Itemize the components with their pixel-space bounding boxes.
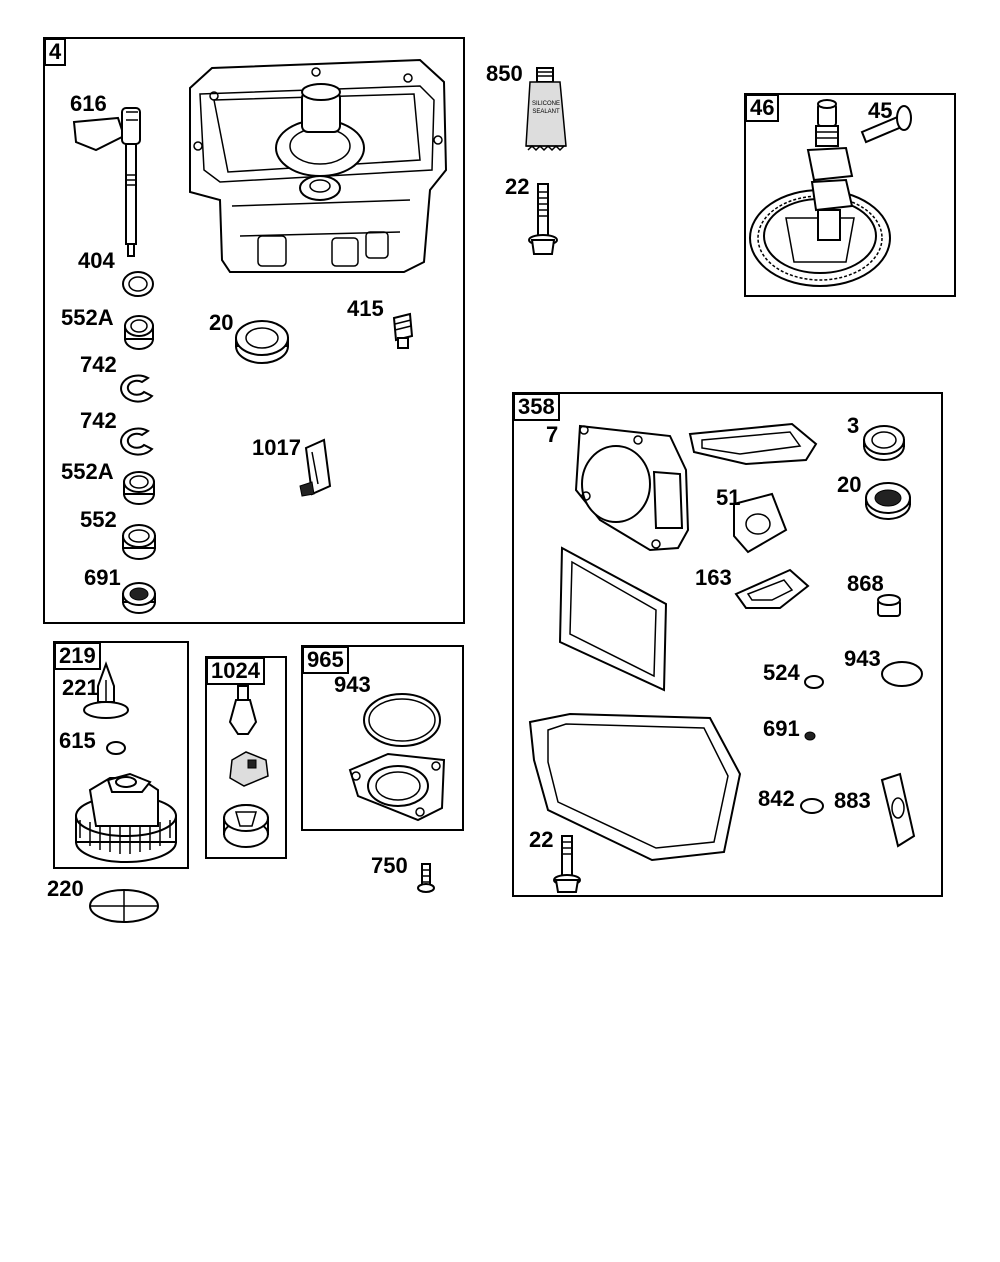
- ring-842-part: [800, 798, 824, 814]
- part-label-552a: 552A: [61, 305, 114, 330]
- part-label-415: 415: [347, 296, 384, 321]
- seal-3-part: [863, 425, 905, 461]
- part-label-51: 51: [716, 485, 741, 510]
- sealant-tube-part: [525, 67, 567, 152]
- part-label-742: 742: [80, 352, 117, 377]
- part-label-20: 20: [209, 310, 234, 335]
- part-label-943: 943: [844, 646, 881, 671]
- e-clip-742-part: [120, 374, 154, 403]
- part-label-850: 850: [486, 61, 523, 86]
- valve-cover-gasket-part: [558, 546, 668, 692]
- governor-221-part: [83, 661, 129, 719]
- e-clip-742-part: [120, 427, 154, 456]
- bolt-22b-part: [553, 835, 581, 893]
- bushing-552-part: [122, 524, 156, 560]
- screw-750-part: [417, 863, 435, 893]
- bushing-552a-part: [123, 471, 155, 505]
- group-box-219: 219: [53, 641, 189, 869]
- part-label-943: 943: [334, 672, 371, 697]
- ring-524-part: [804, 675, 824, 689]
- part-label-742: 742: [80, 408, 117, 433]
- cam-pin-45-part: [860, 105, 912, 144]
- part-label-691: 691: [763, 716, 800, 741]
- crankcase-gasket-part: [528, 712, 742, 862]
- seal-691b-part: [804, 731, 816, 741]
- part-label-750: 750: [371, 853, 408, 878]
- group-box-965: 965: [301, 645, 464, 831]
- bushing-552a-part: [124, 315, 154, 350]
- pump-rotor-part: [223, 685, 269, 848]
- washer-615-part: [106, 741, 126, 755]
- part-label-404: 404: [78, 248, 115, 273]
- part-label-7: 7: [546, 422, 559, 447]
- part-label-22: 22: [505, 174, 530, 199]
- tube-text-line-2: SEALANT: [532, 109, 560, 115]
- group-number: 965: [302, 646, 349, 674]
- group-number: 4: [44, 38, 67, 66]
- group-box-4: 4: [43, 37, 465, 624]
- part-label-22: 22: [529, 827, 554, 852]
- head-gasket-7-part: [574, 424, 690, 552]
- group-box-358: 358: [512, 392, 943, 897]
- breather-gasket-part: [688, 422, 818, 466]
- o-ring-943-part: [881, 661, 923, 687]
- part-label-616: 616: [70, 91, 107, 116]
- part-label-20: 20: [837, 472, 862, 497]
- part-label-45: 45: [868, 98, 893, 123]
- part-label-1017: 1017: [252, 435, 301, 460]
- fitting-868-part: [877, 594, 901, 617]
- part-label-691: 691: [84, 565, 121, 590]
- part-label-3: 3: [847, 413, 860, 438]
- group-number: 358: [513, 393, 560, 421]
- bolt-22-part: [528, 183, 558, 255]
- part-label-615: 615: [59, 728, 96, 753]
- part-label-552: 552: [80, 507, 117, 532]
- part-label-552a: 552A: [61, 459, 114, 484]
- camshaft-gear-part: [749, 99, 891, 287]
- part-label-524: 524: [763, 660, 800, 685]
- pump-cover-part: [348, 752, 446, 822]
- part-label-221: 221: [62, 675, 99, 700]
- tube-text-line-1: SILICONE: [532, 101, 560, 107]
- bracket-1017-part: [299, 438, 332, 497]
- part-label-868: 868: [847, 571, 884, 596]
- gear-220-part: [89, 889, 159, 923]
- crankcase-sump-part: [189, 58, 448, 273]
- part-label-883: 883: [834, 788, 871, 813]
- gasket-883-part: [880, 772, 916, 848]
- group-number: 46: [745, 94, 780, 122]
- gasket-51-part: [733, 492, 788, 554]
- seal-691-part: [122, 582, 156, 614]
- o-ring-943b-part: [363, 693, 441, 747]
- washer-404-part: [122, 271, 154, 297]
- group-number: 219: [54, 642, 101, 670]
- oil-seal-20-part: [235, 320, 289, 364]
- part-label-163: 163: [695, 565, 732, 590]
- governor-shaft-part: [72, 107, 141, 257]
- part-label-220: 220: [47, 876, 84, 901]
- governor-gear-part: [75, 772, 177, 863]
- gasket-163-part: [734, 568, 810, 609]
- plug-415-part: [392, 312, 414, 349]
- group-box-1024: 1024: [205, 656, 287, 859]
- group-box-46: 46: [744, 93, 956, 297]
- oil-seal-20b-part: [865, 482, 911, 520]
- part-label-842: 842: [758, 786, 795, 811]
- group-number: 1024: [206, 657, 265, 685]
